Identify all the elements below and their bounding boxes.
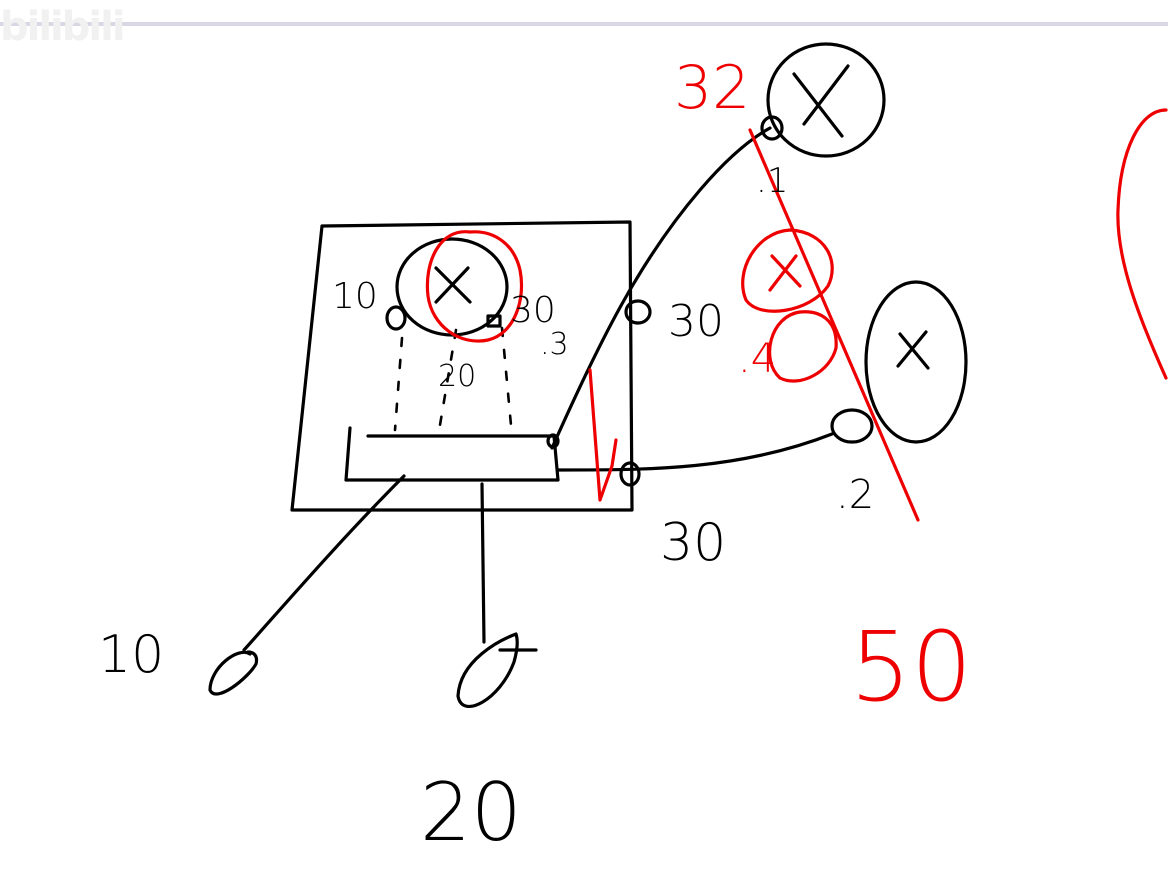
toolbar-edge bbox=[0, 22, 1168, 26]
line-to-node-2 bbox=[556, 432, 834, 472]
hang-line-right bbox=[480, 482, 486, 644]
dashed-line-3 bbox=[500, 326, 514, 438]
node-2-small-circle bbox=[830, 408, 874, 444]
red-circle-pulley bbox=[425, 230, 524, 343]
node-1-circle bbox=[766, 42, 886, 158]
label-mid-20: 20 bbox=[438, 359, 476, 394]
dashed-line-1 bbox=[393, 336, 404, 432]
red-ink-layer bbox=[425, 108, 1168, 522]
red-slash-line bbox=[748, 128, 920, 522]
label-bottom-left-10: 10 bbox=[98, 625, 164, 685]
label-right-30-top: 30 bbox=[668, 296, 724, 347]
label-pulley-right-30: 30 bbox=[510, 290, 556, 331]
node-2-x bbox=[896, 330, 930, 370]
label-point-01: .1 bbox=[756, 161, 788, 201]
red-check-mark bbox=[588, 368, 618, 502]
red-circle-x bbox=[768, 254, 802, 292]
dashed-line-2 bbox=[438, 328, 458, 427]
red-circle-bottom bbox=[768, 310, 838, 383]
watermark: bilibili bbox=[0, 4, 126, 50]
label-red-50: 50 bbox=[850, 611, 972, 723]
black-text-layer: 10 30 .3 20 30 30 10 20 .1 .2 bbox=[98, 161, 874, 859]
red-circle-top bbox=[741, 228, 834, 313]
red-loop-right bbox=[1116, 108, 1168, 380]
label-point-03: .3 bbox=[540, 327, 569, 362]
right-small-square bbox=[486, 314, 502, 328]
left-small-circle bbox=[385, 305, 407, 331]
label-bottom-20: 20 bbox=[420, 766, 522, 859]
box-edge-circle-top bbox=[624, 299, 652, 325]
pulley-x bbox=[434, 266, 472, 304]
weight-left bbox=[208, 650, 259, 696]
line-to-node-1 bbox=[550, 126, 772, 450]
bar-shape bbox=[344, 426, 560, 482]
node-1-x bbox=[792, 64, 850, 138]
node-1-small-circle bbox=[760, 115, 784, 141]
black-ink-layer bbox=[208, 42, 968, 708]
node-2-circle bbox=[864, 280, 968, 444]
box-outline bbox=[290, 220, 634, 512]
label-red-32: 32 bbox=[674, 53, 750, 123]
label-left-10: 10 bbox=[332, 276, 378, 317]
hang-line-left bbox=[242, 474, 406, 652]
weight-right bbox=[456, 632, 538, 708]
red-text-layer: 32 .4 50 bbox=[674, 53, 972, 723]
label-point-02: .2 bbox=[836, 472, 874, 518]
label-red-04: .4 bbox=[738, 336, 776, 382]
label-right-30-bottom: 30 bbox=[660, 513, 726, 573]
box-edge-circle-bottom bbox=[619, 461, 641, 487]
